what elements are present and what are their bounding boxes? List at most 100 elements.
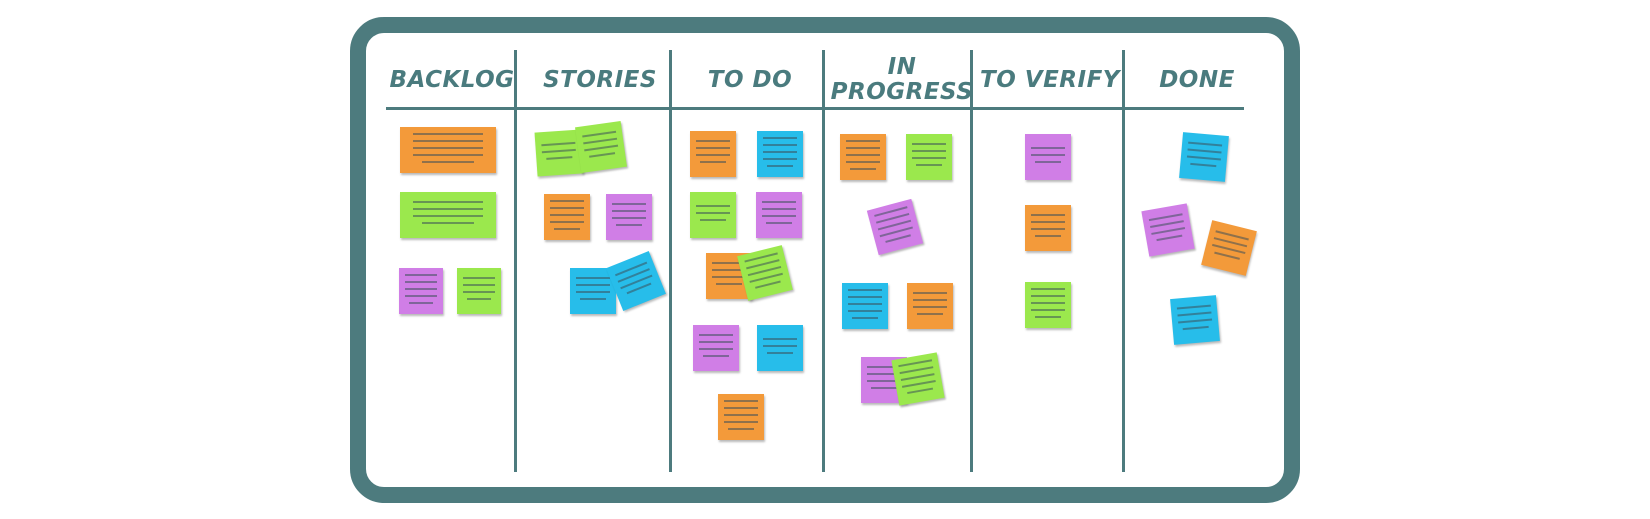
- note-text-line: [421, 161, 475, 163]
- note-text-line: [763, 158, 797, 160]
- note-text-line: [728, 428, 754, 430]
- column-divider: [514, 50, 517, 472]
- note-text-line: [703, 355, 729, 357]
- sticky-note-green[interactable]: [906, 134, 952, 180]
- note-text-line: [1214, 251, 1240, 260]
- sticky-note-orange[interactable]: [840, 134, 886, 180]
- note-text-line: [846, 147, 880, 149]
- note-text-line: [716, 283, 742, 285]
- note-text-line: [1183, 325, 1209, 331]
- note-text-line: [1150, 220, 1184, 228]
- sticky-note-orange[interactable]: [544, 194, 590, 240]
- note-text-line: [1035, 316, 1061, 318]
- note-text-line: [1188, 141, 1222, 147]
- note-text-line: [413, 201, 483, 203]
- note-text-line: [696, 140, 730, 142]
- note-text-line: [1031, 214, 1065, 216]
- sticky-note-orange[interactable]: [690, 131, 736, 177]
- note-text-line: [899, 366, 933, 374]
- sticky-note-blue[interactable]: [1170, 295, 1220, 345]
- note-text-line: [405, 274, 437, 276]
- note-text-line: [848, 296, 882, 298]
- note-text-line: [700, 161, 726, 163]
- sticky-note-orange[interactable]: [400, 127, 496, 173]
- note-text-line: [413, 133, 483, 135]
- note-text-line: [1031, 146, 1065, 149]
- note-text-line: [696, 204, 730, 207]
- sticky-note-purple[interactable]: [1141, 203, 1195, 257]
- note-text-line: [550, 200, 584, 202]
- sticky-note-blue[interactable]: [842, 283, 888, 329]
- note-text-line: [421, 222, 475, 224]
- sticky-note-green[interactable]: [457, 268, 501, 314]
- note-text-line: [913, 292, 947, 294]
- note-text-line: [763, 144, 797, 146]
- note-text-line: [846, 154, 880, 156]
- note-text-line: [616, 224, 642, 226]
- column-header-in-progress: IN PROGRESS: [830, 54, 974, 105]
- note-text-line: [576, 277, 610, 279]
- note-text-line: [583, 137, 617, 145]
- note-text-line: [912, 143, 946, 145]
- note-text-line: [580, 298, 606, 300]
- sticky-note-green[interactable]: [575, 121, 627, 173]
- note-text-line: [913, 299, 947, 301]
- sticky-note-green[interactable]: [891, 352, 945, 406]
- note-text-line: [584, 144, 618, 152]
- sticky-note-purple[interactable]: [756, 192, 802, 238]
- sticky-note-blue[interactable]: [757, 131, 803, 177]
- note-text-line: [912, 157, 946, 159]
- sticky-note-blue[interactable]: [757, 325, 803, 371]
- note-text-line: [1156, 234, 1183, 242]
- note-text-line: [913, 306, 947, 308]
- sticky-note-purple[interactable]: [399, 268, 443, 314]
- sticky-note-green[interactable]: [690, 192, 736, 238]
- column-divider: [822, 50, 825, 472]
- sticky-note-purple[interactable]: [693, 325, 739, 371]
- note-text-line: [1031, 153, 1065, 156]
- note-text-line: [871, 387, 897, 389]
- note-text-line: [885, 234, 911, 243]
- note-text-line: [546, 155, 572, 160]
- note-text-line: [767, 165, 793, 167]
- note-text-line: [699, 334, 733, 336]
- note-text-line: [848, 303, 882, 305]
- sticky-note-orange[interactable]: [1025, 205, 1071, 251]
- note-text-line: [867, 380, 901, 382]
- sticky-note-purple[interactable]: [1025, 134, 1071, 180]
- sticky-note-purple[interactable]: [606, 194, 652, 240]
- note-text-line: [576, 291, 610, 293]
- note-text-line: [1035, 235, 1061, 237]
- column-header-to-do: TO DO: [707, 66, 793, 93]
- note-text-line: [699, 341, 733, 343]
- note-text-line: [463, 291, 495, 293]
- note-text-line: [762, 201, 796, 203]
- sticky-note-blue[interactable]: [1179, 132, 1229, 182]
- sticky-note-green[interactable]: [400, 192, 496, 238]
- note-text-line: [550, 207, 584, 209]
- note-text-line: [550, 214, 584, 216]
- note-text-line: [724, 414, 758, 416]
- column-header-to-verify: TO VERIFY: [980, 66, 1120, 93]
- note-text-line: [699, 348, 733, 350]
- note-text-line: [1031, 288, 1065, 290]
- note-text-line: [696, 211, 730, 214]
- sticky-note-green[interactable]: [1025, 282, 1071, 328]
- sticky-note-orange[interactable]: [718, 394, 764, 440]
- note-text-line: [766, 222, 792, 224]
- note-text-line: [848, 289, 882, 291]
- note-text-line: [405, 281, 437, 283]
- sticky-note-orange[interactable]: [907, 283, 953, 329]
- note-text-line: [612, 203, 646, 205]
- note-text-line: [846, 140, 880, 142]
- note-text-line: [767, 351, 793, 354]
- note-text-line: [852, 317, 878, 319]
- note-text-line: [1177, 304, 1211, 310]
- note-text-line: [696, 147, 730, 149]
- note-text-line: [763, 337, 797, 340]
- header-divider: [386, 107, 1244, 110]
- note-text-line: [408, 302, 434, 304]
- note-text-line: [413, 208, 483, 210]
- note-text-line: [762, 215, 796, 217]
- note-text-line: [463, 284, 495, 286]
